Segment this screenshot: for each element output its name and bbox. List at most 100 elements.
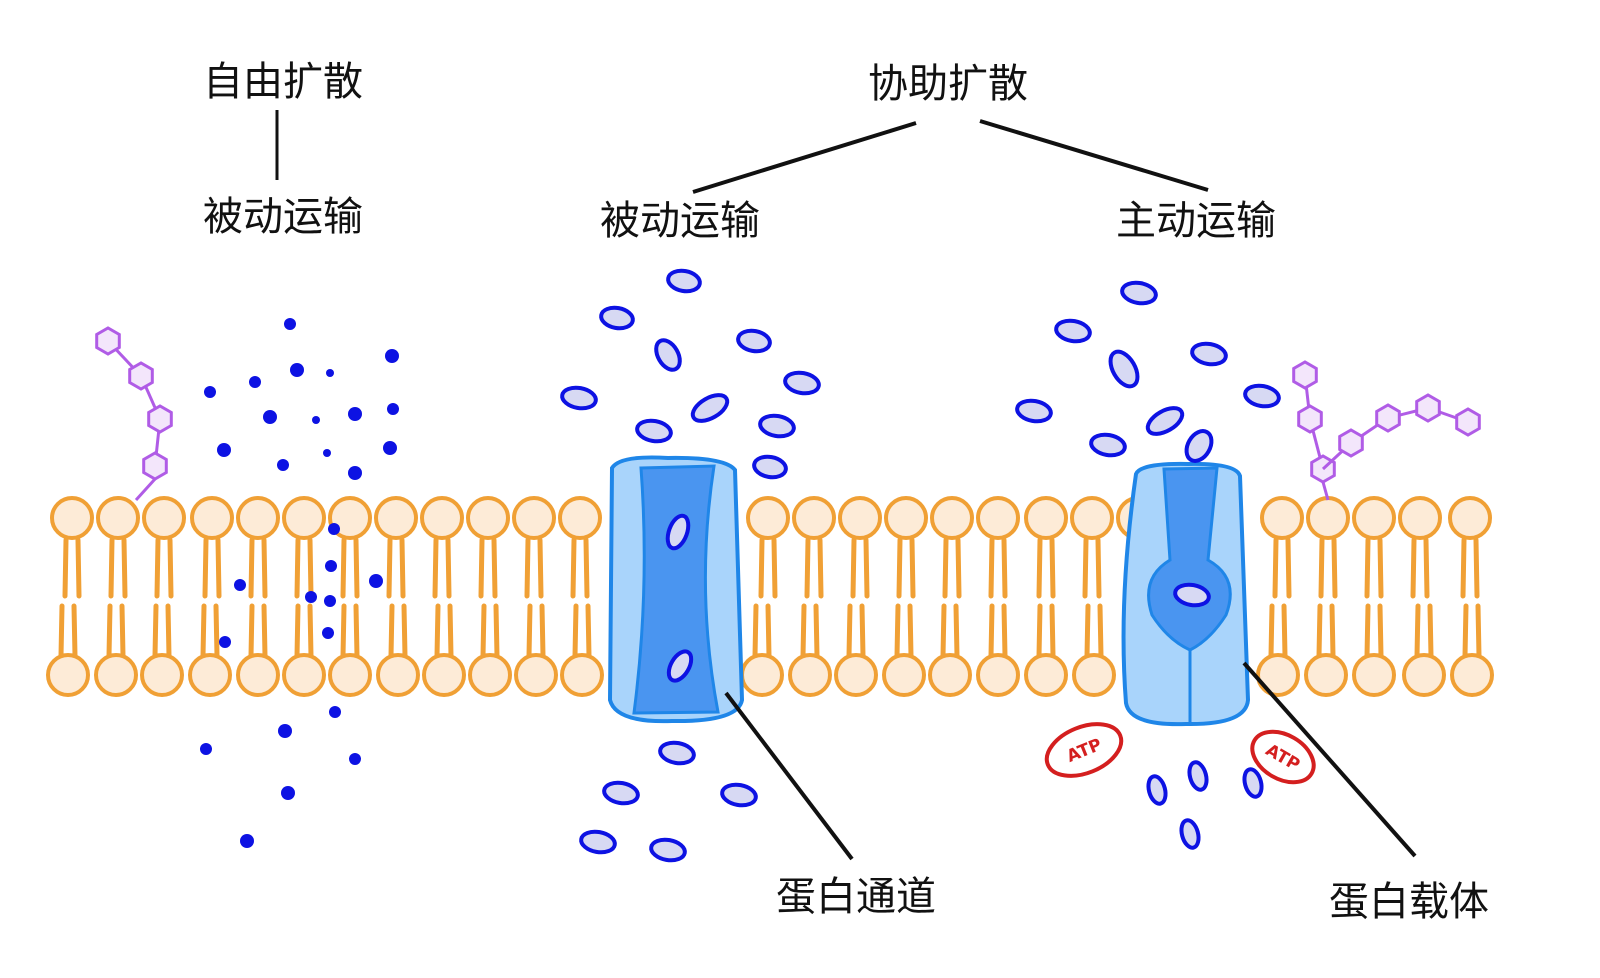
phospholipid-icon: [1256, 603, 1300, 697]
solute-molecule: [579, 829, 617, 855]
molecule-dot: [369, 574, 383, 588]
molecule-dot: [263, 410, 277, 424]
molecule-dot: [200, 743, 212, 755]
molecule-dot: [387, 403, 399, 415]
facilitated-passive-label: 被动运输: [600, 198, 760, 244]
solute-molecule: [602, 780, 640, 806]
phospholipid-icon: [976, 603, 1020, 697]
phospholipid-icon: [1398, 496, 1442, 599]
solute-molecule: [654, 338, 682, 372]
active-transport-label: 主动运输: [1116, 198, 1276, 244]
solute-molecule: [1184, 429, 1214, 463]
molecule-dot: [326, 369, 334, 377]
channel-protein-label: 蛋白通道: [776, 874, 936, 920]
solute-molecule: [666, 268, 702, 294]
sugar-chain-icon: [1321, 393, 1481, 471]
carrier-pointer-line: [1242, 661, 1417, 858]
phospholipid-icon: [740, 603, 784, 697]
solute-molecule: [736, 328, 772, 354]
solute-molecule: [658, 740, 696, 766]
solute-molecule: [758, 413, 796, 439]
phospholipid-icon: [328, 603, 372, 697]
solute-molecule: [1190, 341, 1228, 367]
molecule-dot: [281, 786, 295, 800]
phospholipid-icon: [420, 496, 464, 599]
phospholipid-icon: [188, 603, 232, 697]
phospholipid-icon: [422, 603, 466, 697]
phospholipid-icon: [94, 603, 138, 697]
phospholipid-icon: [140, 603, 184, 697]
solute-molecule: [599, 305, 635, 331]
molecule-dot: [204, 386, 216, 398]
solute-molecule: [1187, 760, 1209, 792]
phospholipid-icon: [466, 496, 510, 599]
phospholipid-icon: [746, 496, 790, 599]
atp-icon: ATP: [1044, 722, 1124, 778]
solute-molecule: [1108, 349, 1140, 389]
molecule-dot: [277, 459, 289, 471]
solute-molecule: [635, 418, 673, 444]
phospholipid-icon: [882, 603, 926, 697]
phospholipid-icon: [1260, 496, 1304, 599]
phospholipid-icon: [834, 603, 878, 697]
molecule-dot: [348, 407, 362, 421]
molecule-dot: [328, 523, 340, 535]
molecule-dot: [322, 627, 334, 639]
phospholipid-icon: [1024, 603, 1068, 697]
molecule-dot: [329, 706, 341, 718]
phospholipid-icon: [46, 603, 90, 697]
phospholipid-icon: [236, 496, 280, 599]
phospholipid-icon: [1352, 496, 1396, 599]
phospholipid-icon: [1448, 496, 1492, 599]
carrier-protein-label: 蛋白载体: [1329, 879, 1489, 925]
solute-molecule: [783, 370, 821, 396]
phospholipid-icon: [930, 496, 974, 599]
solute-molecule: [649, 837, 687, 863]
molecule-dot: [290, 363, 304, 377]
phospholipid-icon: [282, 496, 326, 599]
simple-diffusion-label: 自由扩散: [203, 59, 363, 105]
molecule-dot: [219, 636, 231, 648]
phospholipid-icon: [142, 496, 186, 599]
sugar-chain-group: [95, 326, 1481, 502]
phospholipid-icon: [976, 496, 1020, 599]
solute-molecule: [690, 393, 730, 423]
facilitated-diffusion-label: 协助扩散: [868, 61, 1028, 107]
solute-molecule: [752, 454, 788, 480]
solute-molecule: [1120, 280, 1158, 306]
channel-protein-icon: [607, 455, 745, 724]
molecule-dot: [305, 591, 317, 603]
connector-line: [692, 121, 917, 194]
phospholipid-bilayer: [46, 496, 1494, 697]
phospholipid-icon: [1306, 496, 1350, 599]
solute-molecule: [560, 385, 598, 411]
phospholipid-icon: [838, 496, 882, 599]
solute-molecule: [1089, 432, 1127, 458]
molecule-dot: [385, 349, 399, 363]
molecule-dot: [383, 441, 397, 455]
solute-molecule: [1242, 767, 1264, 799]
phospholipid-icon: [468, 603, 512, 697]
phospholipid-icon: [1024, 496, 1068, 599]
solute-molecule: [1015, 398, 1053, 424]
solute-molecule: [1145, 406, 1185, 436]
solute-molecule: [1173, 582, 1211, 608]
phospholipid-icon: [374, 496, 418, 599]
solute-molecule: [1146, 774, 1168, 806]
phospholipid-icon: [788, 603, 832, 697]
molecule-dot: [325, 560, 337, 572]
solute-molecule-group: [560, 268, 1281, 863]
solute-molecule: [666, 649, 694, 683]
phospholipid-icon: [236, 603, 280, 697]
solute-molecule: [1243, 383, 1281, 409]
phospholipid-icon: [928, 603, 972, 697]
molecule-dot: [323, 449, 331, 457]
phospholipid-icon: [512, 496, 556, 599]
molecule-dot: [234, 579, 246, 591]
sugar-chain-icon: [95, 326, 173, 502]
molecule-dot: [349, 753, 361, 765]
phospholipid-icon: [50, 496, 94, 599]
phospholipid-icon: [514, 603, 558, 697]
molecule-dot: [312, 416, 320, 424]
phospholipid-icon: [1450, 603, 1494, 697]
